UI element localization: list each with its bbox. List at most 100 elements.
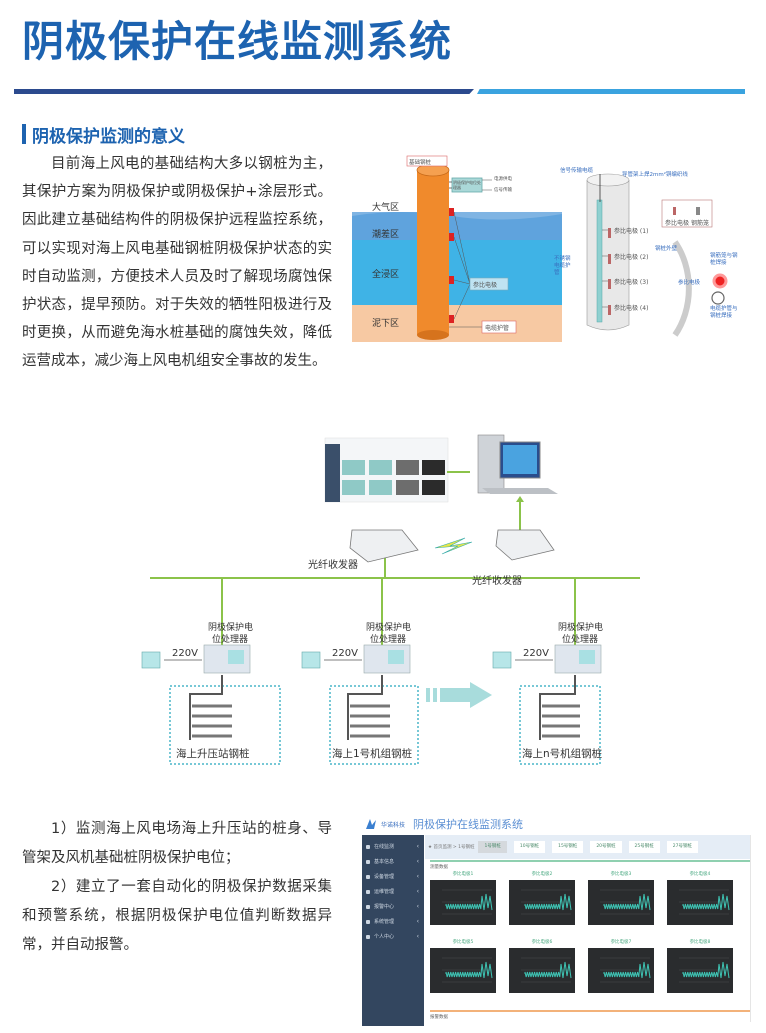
sidebar-item-label: 运维管理 — [374, 889, 395, 895]
chart-background — [588, 880, 654, 925]
electrode-chart-8: 参比电极8 — [667, 940, 733, 993]
electrode-layout-diagram: 信号传输电缆 导管架上焊2mm²铜编织线 不锈钢电缆护管 参比电极 (1) 参比… — [554, 160, 760, 340]
electrode-chart-4: 参比电极4 — [667, 872, 733, 925]
sidebar-item-6[interactable]: 个人中心 ‹ — [362, 929, 424, 944]
intro-paragraph: 目前海上风电的基础结构大多以钢桩为主，其保护方案为阴极保护或阴极保护+涂层形式。… — [22, 150, 332, 376]
chevron-left-icon: ‹ — [416, 903, 419, 910]
electrode-4: 参比电极 (4) — [614, 305, 649, 312]
pile-zone-illustration — [352, 155, 562, 342]
legend-rebar: 钢筋笼 — [691, 220, 710, 227]
electrode-chart-6: 参比电极6 — [509, 940, 575, 993]
feature-item-2: 2）建立了一套自动化的阴极保护数据采集和预警系统，根据阴极保护电位值判断数据异常… — [22, 879, 332, 953]
measurement-section-title: 测量数据 — [430, 865, 448, 870]
chart-background — [588, 948, 654, 993]
chart-plot — [667, 948, 733, 993]
chart-caption: 参比电极7 — [610, 940, 632, 945]
sidebar-item-4[interactable]: 报警中心 ‹ — [362, 899, 424, 914]
section-heading: 阴极保护监测的意义 — [22, 122, 185, 147]
processor-2-label-2: 位处理器 — [370, 635, 407, 645]
transceiver-right-label: 光纤收发器 — [472, 576, 522, 587]
settings-icon — [366, 919, 370, 924]
legend-electrode: 参比电极 — [665, 220, 690, 227]
sidebar-item-2[interactable]: 设备管理‹ — [362, 869, 424, 884]
chevron-left-icon: ‹ — [416, 858, 419, 865]
chart-caption: 参比电极8 — [689, 940, 711, 945]
chart-background — [430, 948, 496, 993]
brand-name: 华诺科技 — [381, 821, 406, 829]
alarm-icon — [366, 904, 370, 909]
section-heading-text: 阴极保护监测的意义 — [32, 126, 185, 147]
transceiver-left-label: 光纤收发器 — [308, 560, 358, 571]
chart-series-line — [524, 961, 572, 979]
sidebar-item-label: 基本信息 — [374, 859, 395, 865]
site-label-unit-1: 海上1号机组钢桩 — [332, 748, 413, 760]
electrode-layout-illustration — [586, 173, 728, 337]
chevron-left-icon: ‹ — [416, 888, 419, 895]
chevron-left-icon: ‹ — [416, 918, 419, 925]
alarm-section-title: 报警数据 — [430, 1015, 448, 1020]
chart-background — [667, 948, 733, 993]
sidebar-item-1[interactable]: 基本信息 ‹ — [362, 854, 424, 869]
chart-plot — [588, 948, 654, 993]
processor-2 — [363, 644, 411, 674]
sidebar-item-0[interactable]: 在线监测‹ — [362, 839, 424, 854]
tab-pile-2[interactable]: 15号钢桩 — [552, 841, 584, 853]
voltage-label-3: 220V — [523, 648, 549, 659]
site-label-unit-n: 海上n号机组钢桩 — [522, 748, 603, 760]
chart-caption: 参比电极5 — [452, 940, 474, 945]
processor-box-label: 阴极保护电位处理器 — [453, 180, 481, 190]
chart-plot — [430, 880, 496, 925]
electrode-chart-7: 参比电极7 — [588, 940, 654, 993]
chart-plot — [430, 948, 496, 993]
chart-caption: 参比电极1 — [452, 872, 474, 877]
processor-1-label-1: 阴极保护电 — [208, 623, 254, 633]
chart-series-line — [603, 961, 651, 979]
tab-pile-5[interactable]: 27号钢桩 — [666, 841, 699, 853]
sidebar-item-label: 设备管理 — [374, 874, 395, 880]
chevron-left-icon: ‹ — [416, 933, 419, 940]
tab-pile-1[interactable]: 10号钢桩 — [513, 841, 546, 853]
chart-series-line — [445, 961, 493, 979]
processor-2-label-1: 阴极保护电 — [366, 623, 412, 633]
chart-plot — [509, 948, 575, 993]
sidebar-item-label: 个人中心 — [374, 934, 395, 940]
tab-pile-3[interactable]: 20号钢桩 — [590, 841, 622, 853]
intro-text: 目前海上风电的基础结构大多以钢桩为主，其保护方案为阴极保护或阴极保护+涂层形式。… — [22, 156, 332, 370]
cable-label: 信号传输电缆 — [560, 168, 594, 174]
electrode-3: 参比电极 (3) — [614, 279, 649, 286]
dashboard-header: 华诺科技 阴极保护在线监测系统 — [362, 813, 750, 835]
processor-1 — [203, 644, 251, 674]
tab-pile-4[interactable]: 25号钢桩 — [628, 841, 660, 853]
chart-series-line — [524, 893, 572, 911]
sidebar-item-5[interactable]: 系统管理‹ — [362, 914, 424, 929]
heading-marker — [22, 124, 26, 144]
voltage-label-1: 220V — [172, 648, 198, 659]
voltage-label-2: 220V — [332, 648, 358, 659]
sidebar-item-3[interactable]: 运维管理 ‹ — [362, 884, 424, 899]
chart-caption: 参比电极2 — [531, 872, 553, 877]
dashboard-screenshot: 华诺科技 阴极保护在线监测系统 在线监测‹基本信息‹设备管理‹运维管理‹报警中心… — [362, 813, 751, 1026]
ref-electrode-label: 参比电极 — [678, 280, 701, 286]
chart-caption: 参比电极3 — [610, 872, 632, 877]
network-lines — [141, 434, 640, 765]
chart-caption: 参比电极6 — [531, 940, 553, 945]
title-underline-dark — [14, 89, 474, 94]
device-icon — [366, 874, 370, 879]
tube-label: 不锈钢电缆护管 — [554, 256, 571, 276]
processor-3-label-1: 阴极保护电 — [558, 623, 604, 633]
chart-plot — [667, 880, 733, 925]
sidebar-item-label: 报警中心 — [374, 904, 395, 910]
page-title: 阴极保护在线监测系统 — [22, 17, 453, 66]
weld-joint-label: 钢筋笼与钢桩焊接 — [710, 253, 738, 266]
processor-3-label-2: 位处理器 — [562, 635, 599, 645]
tab-pile-0[interactable]: 1号钢桩 — [478, 841, 507, 853]
network-diagram: 光纤收发器 光纤收发器 阴极保护电 位处理器 阴极保护电 位处理器 阴极保护电 … — [120, 430, 640, 770]
cable-protection-label: 电缆护管 — [485, 325, 510, 332]
zone-mud: 泥下区 — [372, 319, 400, 329]
electrode-chart-5: 参比电极5 — [430, 940, 496, 993]
alarm-divider — [430, 1010, 750, 1012]
tabbar-underline — [430, 860, 750, 862]
dashboard-sidebar: 在线监测‹基本信息‹设备管理‹运维管理‹报警中心‹系统管理‹个人中心‹ — [362, 835, 424, 1026]
processor-1-label-2: 位处理器 — [212, 635, 249, 645]
pile-zone-diagram: 基础钢桩 阴极保护电位处理器 电源供电 信号传输 大气区 潮差区 全浸区 泥下区… — [352, 152, 562, 342]
